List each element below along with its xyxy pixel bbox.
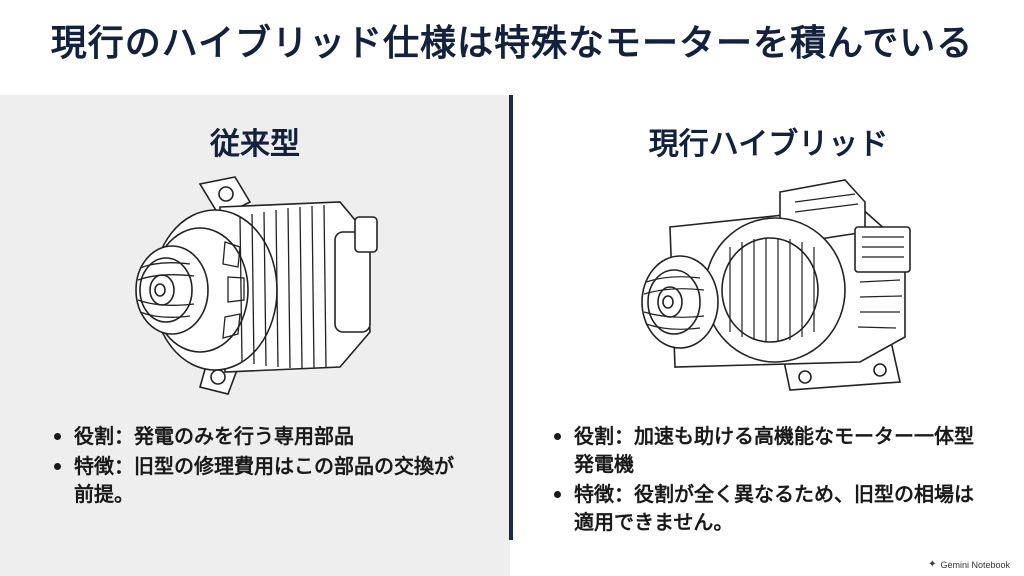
slide-title: 現行のハイブリッド仕様は特殊なモーターを積んでいる [50, 23, 974, 64]
left-heading: 従来型 [210, 127, 300, 162]
left-bullet-list: 役割：発電のみを行う専用部品 特徴：旧型の修理費用はこの部品の交換が前提。 [52, 422, 472, 510]
left-bullet-role: 役割：発電のみを行う専用部品 [52, 422, 472, 450]
hybrid-motor-illustration [641, 179, 911, 391]
watermark-label: Gemini Notebook [940, 559, 1010, 570]
sparkle-icon: ✦ [928, 559, 937, 570]
right-heading: 現行ハイブリッド [648, 127, 889, 162]
column-divider [509, 95, 513, 540]
right-bullet-feature: 特徴：役割が全く異なるため、旧型の相場は適用できません。 [552, 480, 982, 536]
right-bullet-role: 役割：加速も助ける高機能なモーター一体型発電機 [552, 422, 982, 478]
right-bullet-list: 役割：加速も助ける高機能なモーター一体型発電機 特徴：役割が全く異なるため、旧型… [552, 422, 982, 538]
alternator-illustration [135, 176, 378, 395]
watermark: ✦ Gemini Notebook [928, 559, 1010, 570]
left-bullet-feature: 特徴：旧型の修理費用はこの部品の交換が前提。 [52, 452, 472, 508]
